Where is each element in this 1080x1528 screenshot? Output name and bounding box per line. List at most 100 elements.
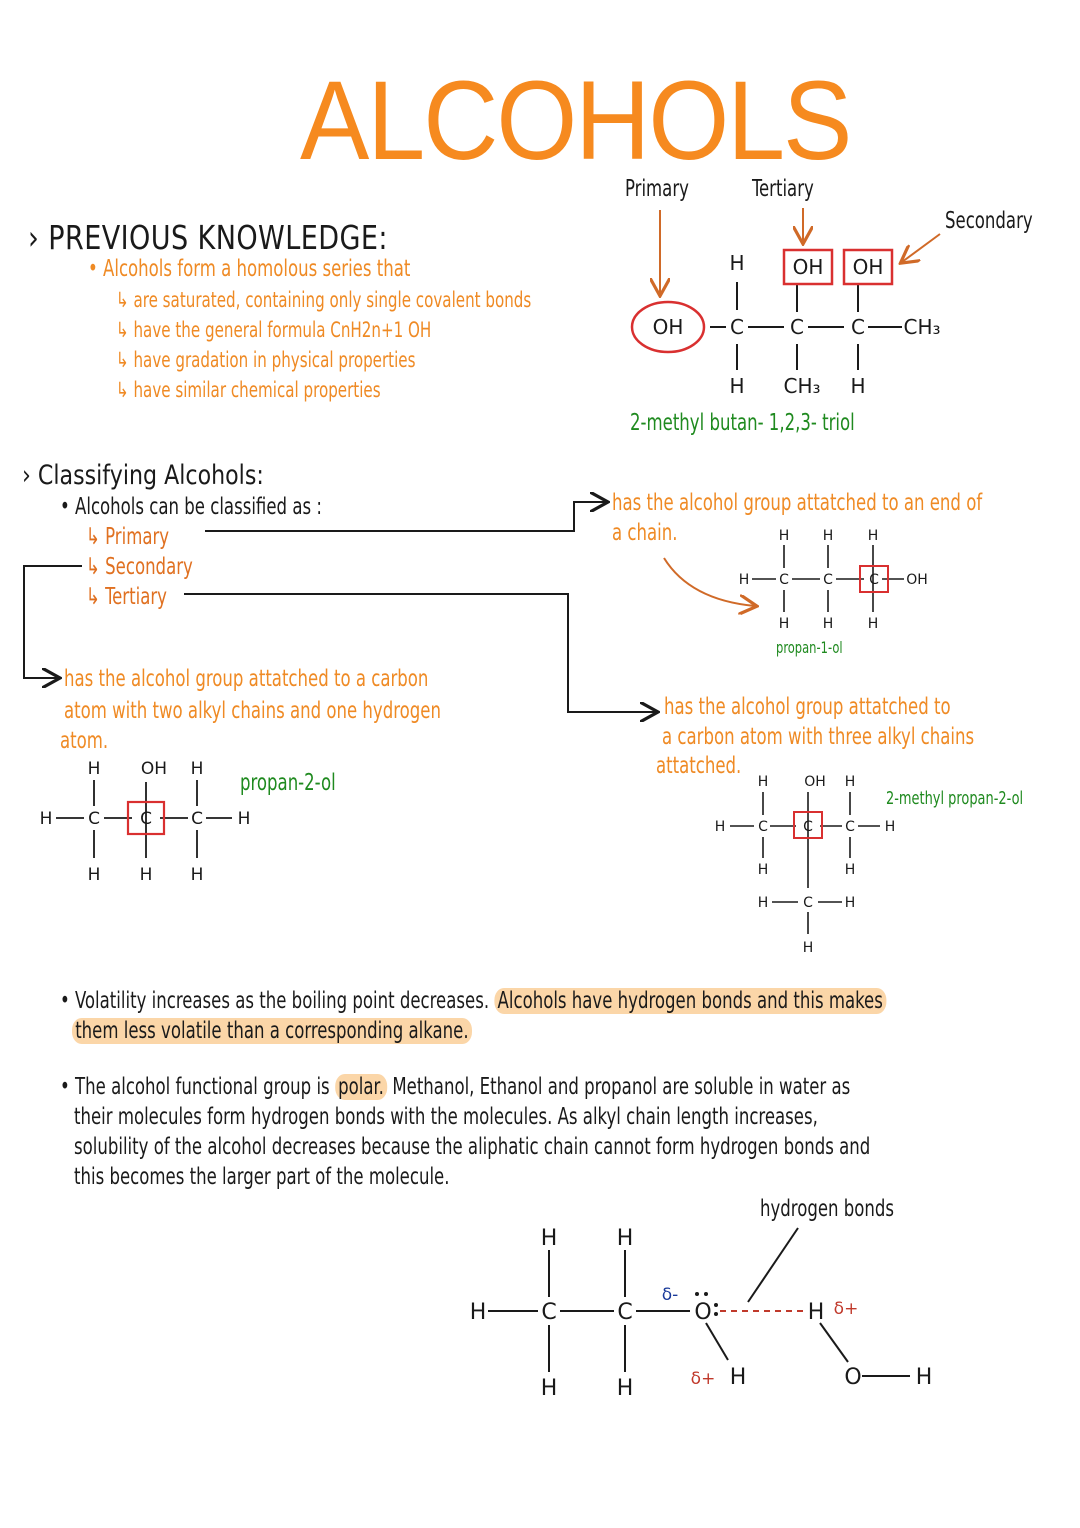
primary-desc: a chain. bbox=[612, 520, 678, 546]
svg-text:C: C bbox=[823, 572, 833, 588]
chevron-icon: › bbox=[28, 218, 40, 257]
svg-text:H: H bbox=[238, 809, 251, 829]
secondary-oh-box bbox=[842, 248, 894, 286]
pk-point: ↳ have gradation in physical properties bbox=[116, 348, 416, 372]
svg-text:H: H bbox=[758, 774, 769, 790]
hydrogen-bonds-label: hydrogen bonds bbox=[760, 1196, 895, 1222]
atom-label: C bbox=[790, 315, 804, 339]
atom-label: C bbox=[730, 315, 744, 339]
svg-text:H: H bbox=[868, 528, 879, 544]
atom-label: C bbox=[851, 315, 865, 339]
svg-text:H: H bbox=[845, 895, 856, 911]
svg-text:H: H bbox=[845, 862, 856, 878]
pk-point: ↳ are saturated, containing only single … bbox=[116, 288, 532, 312]
tertiary-oh-box bbox=[782, 248, 834, 286]
svg-text:C: C bbox=[779, 572, 789, 588]
svg-text:C: C bbox=[140, 809, 152, 829]
svg-text:H: H bbox=[845, 774, 856, 790]
label-primary: Primary bbox=[625, 176, 689, 202]
svg-text:H: H bbox=[191, 865, 204, 885]
atom-label: H bbox=[729, 374, 744, 398]
pk-point: ↳ have the general formula CnH2n+1 OH bbox=[116, 318, 432, 342]
svg-text:O: O bbox=[844, 1365, 861, 1390]
primary-desc: has the alcohol group attatched to an en… bbox=[612, 490, 983, 516]
svg-text:H: H bbox=[191, 759, 204, 779]
secondary-desc: atom. bbox=[60, 728, 109, 754]
page-title: ALCOHOLS bbox=[300, 58, 852, 184]
pk-intro: • Alcohols form a homolous series that bbox=[88, 256, 411, 282]
svg-text:H: H bbox=[40, 809, 53, 829]
svg-text:H: H bbox=[823, 528, 834, 544]
secondary-desc: has the alcohol group attatched to a car… bbox=[64, 666, 429, 692]
svg-text:H: H bbox=[88, 759, 101, 779]
secondary-example: propan-2-ol bbox=[240, 770, 336, 796]
bullet-icon: • bbox=[60, 494, 70, 520]
delta-plus: δ+ bbox=[834, 1299, 859, 1319]
classifying-intro: • Alcohols can be classified as : bbox=[60, 494, 322, 520]
delta-plus: δ+ bbox=[691, 1369, 716, 1389]
classifying-heading: › Classifying Alcohols: bbox=[22, 460, 264, 491]
solubility-line4: this becomes the larger part of the mole… bbox=[74, 1164, 450, 1190]
label-tertiary: Tertiary bbox=[752, 176, 814, 202]
atom-label: CH₃ bbox=[903, 315, 940, 339]
svg-text:H: H bbox=[730, 1365, 747, 1390]
ethanol-bonds bbox=[488, 1227, 910, 1377]
svg-text:O: O bbox=[694, 1300, 711, 1325]
atom-label: OH bbox=[653, 315, 684, 339]
svg-text:H: H bbox=[739, 572, 750, 588]
svg-text:C: C bbox=[758, 819, 768, 835]
primary-example: propan-1-ol bbox=[776, 638, 843, 657]
tertiary-desc: attatched. bbox=[656, 753, 742, 779]
atom-label: H bbox=[850, 374, 865, 398]
carbon-box bbox=[126, 800, 166, 836]
triol-bonds bbox=[710, 282, 902, 370]
secondary-desc: atom with two alkyl chains and one hydro… bbox=[64, 698, 441, 724]
polar-highlight: polar. bbox=[334, 1074, 388, 1100]
solubility-line3: solubility of the alcohol decreases beca… bbox=[74, 1134, 871, 1160]
bullet-icon: • bbox=[88, 256, 98, 282]
label-secondary: Secondary bbox=[945, 208, 1033, 234]
carbon-box bbox=[793, 811, 823, 839]
lone-pairs bbox=[695, 1292, 718, 1316]
svg-text:H: H bbox=[140, 865, 153, 885]
svg-text:OH: OH bbox=[804, 774, 826, 790]
delta-minus: δ- bbox=[662, 1285, 679, 1305]
tertiary-desc: has the alcohol group attatched to bbox=[664, 694, 951, 720]
chevron-icon: › bbox=[22, 460, 31, 491]
atom-label: OH bbox=[853, 255, 884, 279]
bullet-icon: • bbox=[60, 1074, 70, 1100]
svg-text:H: H bbox=[885, 819, 896, 835]
svg-text:C: C bbox=[541, 1300, 556, 1325]
svg-text:C: C bbox=[845, 819, 855, 835]
solubility-line1: • The alcohol functional group is polar.… bbox=[60, 1074, 851, 1100]
svg-text:H: H bbox=[868, 616, 879, 632]
svg-text:H: H bbox=[779, 616, 790, 632]
svg-text:H: H bbox=[808, 1300, 825, 1325]
svg-text:H: H bbox=[88, 865, 101, 885]
svg-text:H: H bbox=[715, 819, 726, 835]
svg-text:H: H bbox=[779, 528, 790, 544]
svg-text:C: C bbox=[191, 809, 203, 829]
pk-point: ↳ have similar chemical properties bbox=[116, 378, 381, 402]
atom-label: CH₃ bbox=[783, 374, 820, 398]
svg-text:C: C bbox=[803, 819, 813, 835]
svg-text:H: H bbox=[541, 1376, 558, 1401]
tertiary-desc: a carbon atom with three alkyl chains bbox=[662, 724, 975, 750]
svg-text:H: H bbox=[803, 940, 814, 956]
molecule-name: 2-methyl butan- 1,2,3- triol bbox=[630, 410, 855, 436]
svg-text:C: C bbox=[617, 1300, 632, 1325]
svg-text:H: H bbox=[758, 862, 769, 878]
svg-text:OH: OH bbox=[141, 759, 167, 779]
atom-label: H bbox=[729, 251, 744, 275]
tertiary-example: 2-methyl propan-2-ol bbox=[886, 788, 1024, 809]
svg-text:H: H bbox=[916, 1365, 933, 1390]
atom-label: OH bbox=[793, 255, 824, 279]
type-primary: ↳ Primary bbox=[86, 524, 170, 550]
svg-text:OH: OH bbox=[906, 572, 928, 588]
previous-knowledge-heading: › PREVIOUS KNOWLEDGE: bbox=[28, 218, 388, 257]
svg-text:H: H bbox=[823, 616, 834, 632]
bullet-icon: • bbox=[60, 988, 70, 1014]
primary-oh-circle bbox=[630, 300, 706, 354]
svg-text:C: C bbox=[88, 809, 100, 829]
